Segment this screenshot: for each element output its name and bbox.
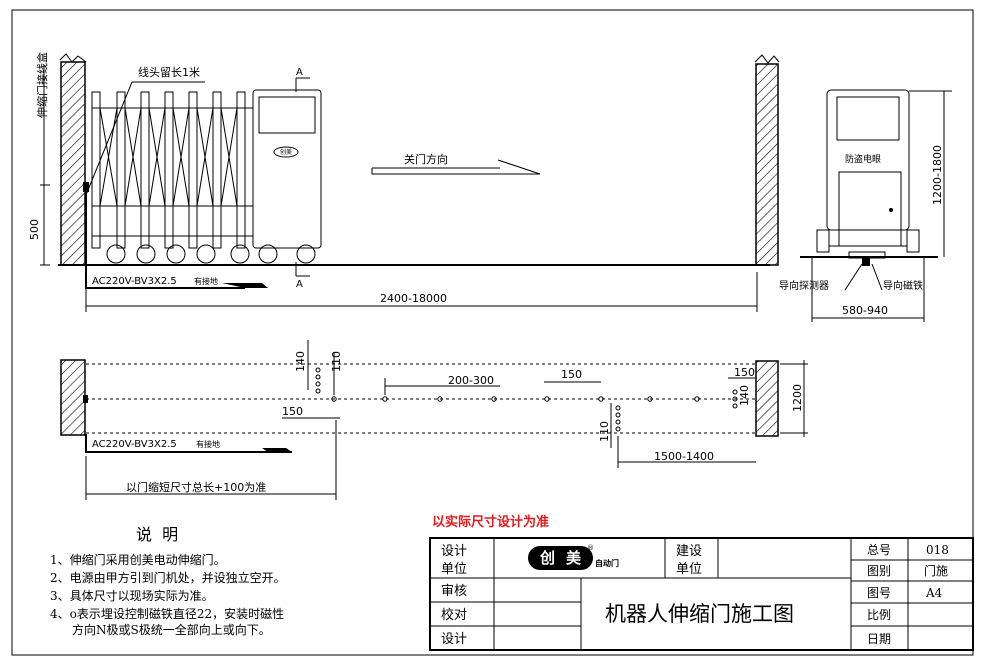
dim-1200: 1200 (791, 384, 804, 412)
gate-machine-head: 创美 (252, 89, 322, 264)
notes-title: 说 明 (136, 525, 178, 544)
side-view: 防盗电眼 1200-1800 导向探测器 导向磁铁 580-940 (779, 89, 952, 322)
close-direction-label: 关门方向 (404, 152, 448, 166)
dim-140-b: 140 (738, 385, 751, 406)
dim-total-width: 2400-18000 (380, 292, 447, 305)
dim-depth: 580-940 (842, 304, 888, 317)
date-label: 日期 (867, 632, 891, 646)
build-unit-label-2: 单位 (676, 562, 702, 577)
total-no-value: 018 (926, 543, 949, 557)
guide-magnet-label: 导向磁铁 (883, 279, 923, 292)
svg-text:美: 美 (566, 549, 582, 567)
design-unit-label-1: 设计 (441, 544, 467, 559)
note-3: 3、具体尺寸以现场实际为准。 (50, 588, 214, 603)
svg-text:自动门: 自动门 (595, 558, 619, 568)
drawing-title: 机器人伸缩门施工图 (605, 602, 794, 626)
gate-rule-label: 以门缩短尺寸总长+100为准 (126, 480, 266, 494)
dim-150-b: 150 (282, 405, 303, 418)
red-note: 以实际尺寸设计为准 (432, 514, 549, 530)
note-4-cont: 方向N极或S极统一全部向上或向下。 (72, 622, 271, 637)
wire-end-label: 线头留长1米 (138, 65, 200, 79)
brand-logo: 创 美 ® 自动门 (528, 544, 619, 570)
notes-section: 说 明 1、伸缩门采用创美电动伸缩门。 2、电源由甲方引到门机处，并设独立空开。… (50, 525, 286, 637)
plan-grounding-label: 有接地 (196, 439, 220, 449)
dim-150-a: 150 (561, 368, 582, 381)
plan-power-cable-label: AC220V-BV3X2.5 (92, 439, 177, 450)
scale-label: 比例 (867, 608, 891, 622)
logo-badge (273, 146, 299, 158)
dim-150-c: 150 (734, 366, 755, 379)
drawing-no-value: A4 (925, 586, 943, 600)
power-cable-label: AC220V-BV3X2.5 (92, 276, 177, 287)
drawing-frame (11, 9, 974, 656)
right-wall (755, 63, 779, 266)
check-label: 校对 (441, 607, 467, 623)
dim-1500-1400: 1500-1400 (654, 450, 714, 463)
plan-left-wall (60, 359, 86, 436)
retractable-gate (91, 91, 253, 264)
build-unit-label-1: 建设 (676, 544, 702, 559)
note-2: 2、电源由甲方引到门机处，并设独立空开。 (50, 570, 286, 585)
dim-140-a: 140 (294, 351, 307, 372)
dim-110-b: 110 (598, 421, 611, 442)
note-1: 1、伸缩门采用创美电动伸缩门。 (50, 552, 226, 567)
plan-right-wall (755, 360, 779, 437)
guide-detector-label: 导向探测器 (779, 279, 829, 292)
design-unit-label-2: 单位 (441, 562, 467, 577)
dim-110-a: 110 (330, 351, 343, 372)
dim-cabinet-height: 1200-1800 (931, 145, 944, 205)
svg-text:创: 创 (539, 549, 555, 567)
grounding-label: 有接地 (194, 276, 218, 286)
note-4: 4、o表示埋设控制磁铁直径22，安装时磁性 (50, 606, 284, 621)
svg-text:创美: 创美 (280, 148, 292, 156)
plan-view: 140 110 200-300 150 150 150 140 1200 110… (60, 340, 808, 500)
section-mark-bottom: A (296, 279, 303, 290)
cable-box-label: 伸缩门接线盒 (35, 52, 49, 118)
dim-500: 500 (28, 219, 41, 240)
title-block: 设计 单位 建设 单位 审核 校对 设计 创 美 ® 自动门 机器人伸缩门施工图… (429, 537, 974, 651)
total-no-label: 总号 (867, 543, 891, 557)
drawing-type-label: 图别 (867, 564, 891, 578)
audit-label: 审核 (441, 584, 467, 599)
left-wall (60, 61, 86, 266)
elevation-view: 伸缩门接线盒 500 线头留长1米 (28, 52, 780, 312)
svg-text:®: ® (587, 544, 594, 552)
design-label: 设计 (441, 632, 467, 647)
drawing-no-label: 图号 (867, 586, 891, 600)
drawing-type-value: 门施 (924, 563, 948, 578)
section-mark-top: A (296, 67, 303, 78)
dim-200-300: 200-300 (448, 374, 494, 387)
anti-theft-label: 防盗电眼 (845, 153, 881, 165)
